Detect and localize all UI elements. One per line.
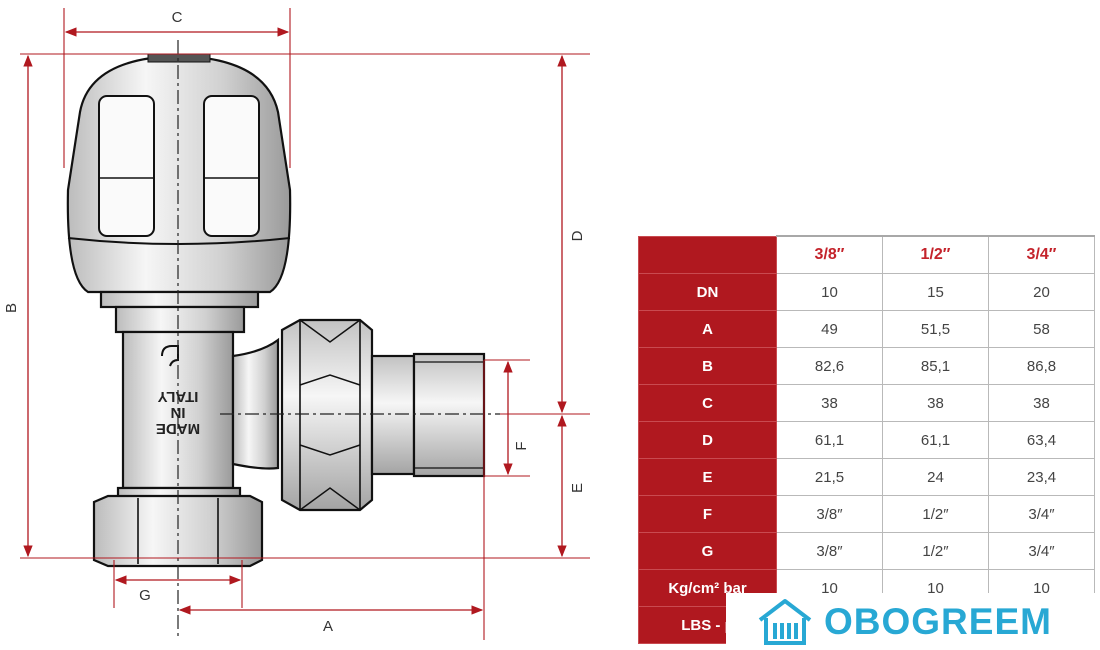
- table-row: B 82,6 85,1 86,8: [638, 347, 1095, 385]
- row-label: DN: [638, 273, 777, 311]
- row-label: F: [638, 495, 777, 533]
- specifications-table: 3/8″ 1/2″ 3/4″ DN 10 15 20 A 49 51,5 58 …: [638, 235, 1095, 644]
- table-cell: 1/2″: [882, 495, 989, 533]
- row-label: B: [638, 347, 777, 385]
- brand-watermark: OBOGREEM: [726, 593, 1100, 650]
- centerlines: [177, 40, 500, 640]
- table-cell: 63,4: [988, 421, 1095, 459]
- table-cell: 23,4: [988, 458, 1095, 496]
- table-row: DN 10 15 20: [638, 273, 1095, 311]
- table-cell: 38: [776, 384, 883, 422]
- table-cell: 3/8″: [776, 532, 883, 570]
- valve-illustration: [66, 53, 486, 568]
- table-cell: 24: [882, 458, 989, 496]
- stamp-line-in: IN: [171, 404, 186, 421]
- table-corner-cell: [638, 235, 777, 274]
- valve-technical-drawing: MADE IN ITALY C B D E F G A: [3, 8, 590, 640]
- row-label: G: [638, 532, 777, 570]
- table-cell: 3/4″: [988, 532, 1095, 570]
- row-label: C: [638, 384, 777, 422]
- table-cell: 49: [776, 310, 883, 348]
- table-cell: 38: [882, 384, 989, 422]
- dimension-labels: C B D E F G A: [3, 9, 586, 635]
- table-cell: 21,5: [776, 458, 883, 496]
- table-row: E 21,5 24 23,4: [638, 458, 1095, 496]
- house-radiator-icon: [758, 598, 812, 645]
- table-cell: 38: [988, 384, 1095, 422]
- table-cell: 10: [776, 273, 883, 311]
- table-row: G 3/8″ 1/2″ 3/4″: [638, 532, 1095, 570]
- table-row: D 61,1 61,1 63,4: [638, 421, 1095, 459]
- table-cell: 86,8: [988, 347, 1095, 385]
- extension-lines: [20, 8, 590, 640]
- size-header-3-4: 3/4″: [988, 235, 1095, 274]
- dim-label-g: G: [139, 587, 151, 604]
- table-cell: 85,1: [882, 347, 989, 385]
- dim-label-d: D: [569, 230, 586, 241]
- row-label: D: [638, 421, 777, 459]
- brand-name: OBOGREEM: [824, 600, 1052, 642]
- table-cell: 82,6: [776, 347, 883, 385]
- table-cell: 61,1: [882, 421, 989, 459]
- table-cell: 1/2″: [882, 532, 989, 570]
- table-cell: 15: [882, 273, 989, 311]
- row-label: A: [638, 310, 777, 348]
- table-cell: 51,5: [882, 310, 989, 348]
- table-row: A 49 51,5 58: [638, 310, 1095, 348]
- table-cell: 58: [988, 310, 1095, 348]
- size-header-1-2: 1/2″: [882, 235, 989, 274]
- row-label: E: [638, 458, 777, 496]
- table-cell: 3/4″: [988, 495, 1095, 533]
- dim-label-e: E: [569, 483, 586, 493]
- table-row: C 38 38 38: [638, 384, 1095, 422]
- dimension-lines: [23, 27, 567, 615]
- table-cell: 3/8″: [776, 495, 883, 533]
- table-cell: 61,1: [776, 421, 883, 459]
- dim-label-a: A: [323, 618, 333, 635]
- size-header-3-8: 3/8″: [776, 235, 883, 274]
- table-row: F 3/8″ 1/2″ 3/4″: [638, 495, 1095, 533]
- table-header-row: 3/8″ 1/2″ 3/4″: [638, 235, 1095, 274]
- dim-label-f: F: [513, 441, 530, 450]
- dim-label-b: B: [3, 303, 20, 313]
- dim-label-c: C: [172, 9, 183, 26]
- table-cell: 20: [988, 273, 1095, 311]
